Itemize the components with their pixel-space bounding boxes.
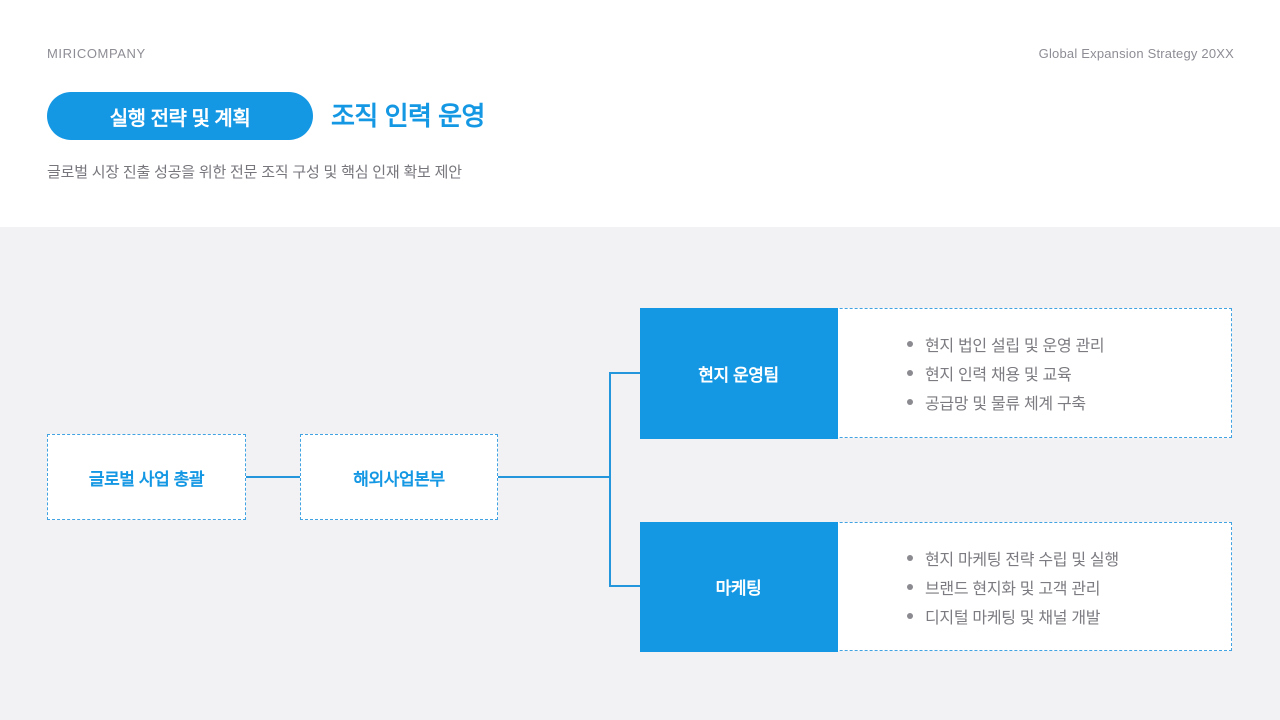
duty-text: 현지 마케팅 전략 수립 및 실행	[925, 551, 1119, 569]
duty-list-operations: 현지 법인 설립 및 운영 관리 현지 인력 채용 및 교육 공급망 및 물류 …	[907, 309, 1223, 437]
team-group-marketing: 마케팅 현지 마케팅 전략 수립 및 실행 브랜드 현지화 및 고객 관리 디지…	[639, 521, 1232, 652]
duty-item: 현지 마케팅 전략 수립 및 실행	[907, 543, 1223, 572]
connector-root-division	[246, 476, 300, 478]
duty-text: 현지 인력 채용 및 교육	[925, 367, 1072, 384]
duty-list-marketing: 현지 마케팅 전략 수립 및 실행 브랜드 현지화 및 고객 관리 디지털 마케…	[907, 523, 1223, 650]
bullet-dot-icon	[907, 554, 913, 561]
org-node-global-lead: 글로벌 사업 총괄	[47, 434, 246, 520]
duty-item: 공급망 및 물류 체계 구축	[907, 388, 1223, 417]
connector-trunk-vertical	[609, 372, 611, 587]
duty-text: 공급망 및 물류 체계 구축	[925, 396, 1086, 413]
duty-text: 현지 법인 설립 및 운영 관리	[925, 338, 1105, 355]
bullet-dot-icon	[907, 583, 913, 590]
connector-branch-operations	[609, 372, 640, 374]
header-band: MIRICOMPANY Global Expansion Strategy 20…	[0, 0, 1280, 227]
connector-division-trunk	[498, 476, 610, 478]
org-node-overseas-division-label: 해외사업본부	[353, 469, 445, 489]
duty-item: 디지털 마케팅 및 채널 개발	[907, 601, 1223, 630]
org-node-global-lead-label: 글로벌 사업 총괄	[88, 469, 205, 489]
section-badge: 실행 전략 및 계획	[47, 92, 313, 140]
duty-text: 브랜드 현지화 및 고객 관리	[925, 580, 1101, 598]
connector-branch-marketing	[609, 585, 640, 587]
team-label-operations-text: 현지 운영팀	[698, 365, 779, 385]
duty-item: 현지 법인 설립 및 운영 관리	[907, 330, 1223, 359]
duty-item: 현지 인력 채용 및 교육	[907, 359, 1223, 388]
duty-text: 디지털 마케팅 및 채널 개발	[925, 609, 1101, 627]
bullet-dot-icon	[907, 370, 913, 376]
bullet-dot-icon	[907, 341, 913, 347]
deck-title: Global Expansion Strategy 20XX	[1038, 46, 1234, 61]
section-badge-label: 실행 전략 및 계획	[109, 107, 251, 130]
duty-item: 브랜드 현지화 및 고객 관리	[907, 572, 1223, 601]
team-label-operations: 현지 운영팀	[639, 307, 838, 439]
bullet-dot-icon	[907, 612, 913, 619]
company-label: MIRICOMPANY	[47, 46, 146, 61]
team-label-marketing: 마케팅	[639, 521, 838, 652]
org-node-overseas-division: 해외사업본부	[300, 434, 498, 520]
team-group-operations: 현지 운영팀 현지 법인 설립 및 운영 관리 현지 인력 채용 및 교육 공급…	[639, 307, 1232, 439]
page-title: 조직 인력 운영	[331, 101, 485, 131]
team-label-marketing-text: 마케팅	[715, 579, 762, 598]
page-subtitle: 글로벌 시장 진출 성공을 위한 전문 조직 구성 및 핵심 인재 확보 제안	[47, 164, 462, 181]
bullet-dot-icon	[907, 399, 913, 405]
